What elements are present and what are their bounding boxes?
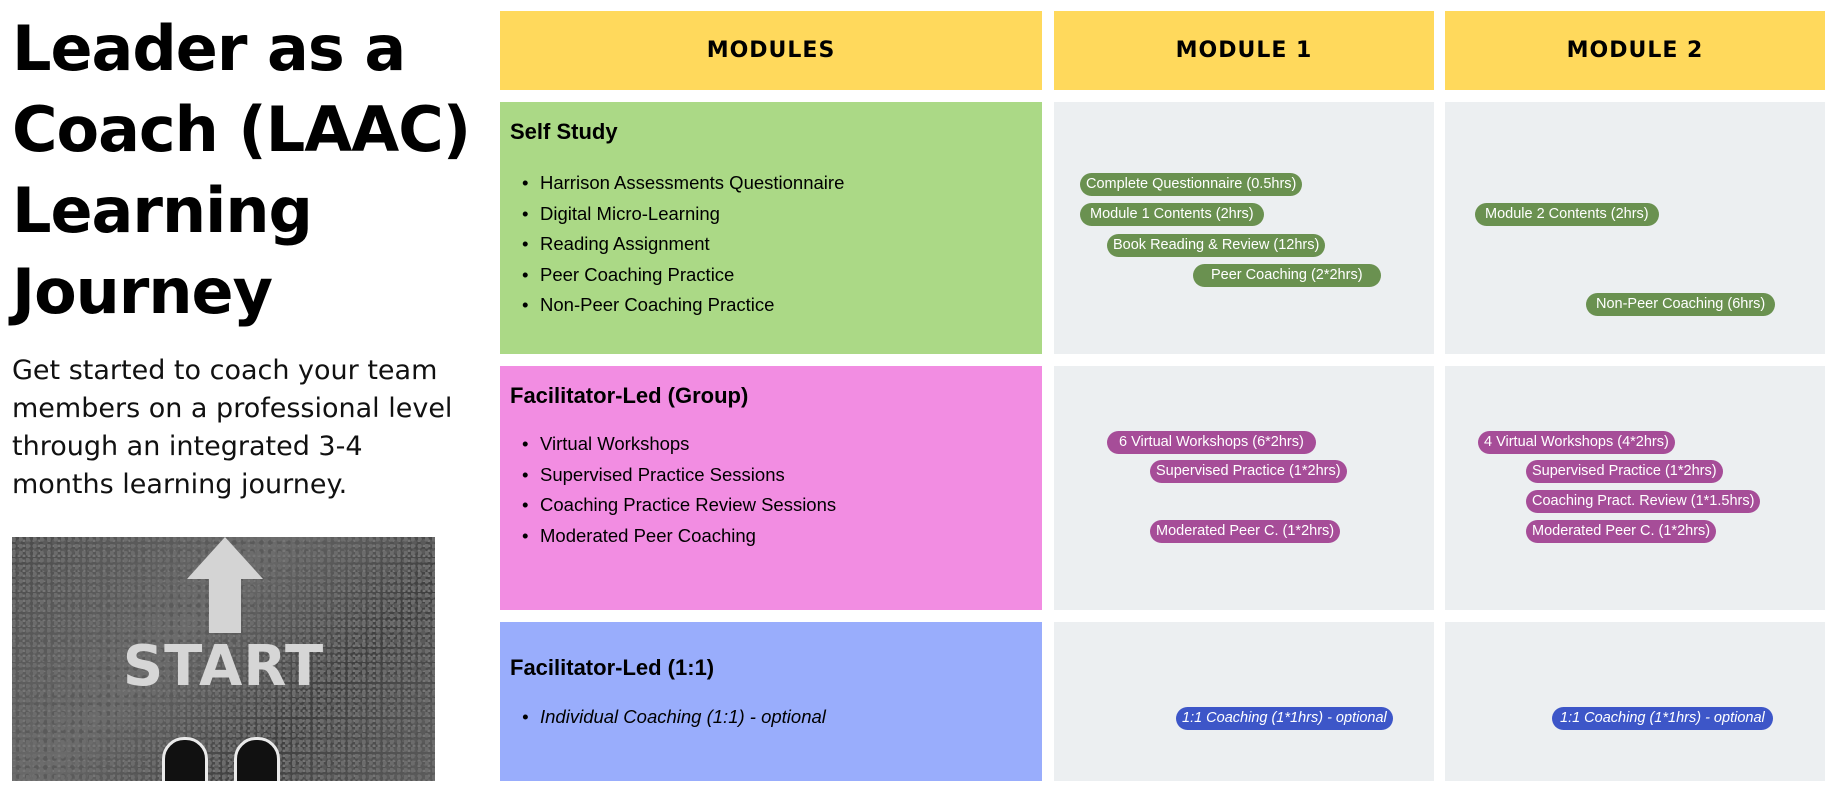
schedule-pill: 6 Virtual Workshops (6*2hrs): [1107, 431, 1316, 454]
arrow-up-icon: [187, 537, 263, 633]
schedule-pill: 4 Virtual Workshops (4*2hrs): [1478, 431, 1675, 454]
section-items: Harrison Assessments Questionnaire Digit…: [510, 168, 844, 321]
schedule-pill: Supervised Practice (1*2hrs): [1150, 460, 1347, 483]
section-title: Self Study: [510, 119, 618, 144]
self-study-module-1: Complete Questionnaire (0.5hrs) Module 1…: [1054, 102, 1434, 354]
section-self-study: Self Study Harrison Assessments Question…: [500, 102, 1042, 354]
group-module-2: 4 Virtual Workshops (4*2hrs) Supervised …: [1445, 366, 1825, 610]
one-to-one-module-1: 1:1 Coaching (1*1hrs) - optional: [1054, 622, 1434, 781]
list-item: Non-Peer Coaching Practice: [510, 290, 844, 321]
schedule-pill: 1:1 Coaching (1*1hrs) - optional: [1176, 707, 1393, 730]
page-title: Leader as a Coach (LAAC) Learning Journe…: [12, 12, 471, 328]
header-module-1: MODULE 1: [1054, 11, 1434, 90]
page-subtitle: Get started to coach your team members o…: [12, 355, 453, 500]
section-facilitator-1-1: Facilitator-Led (1:1) Individual Coachin…: [500, 622, 1042, 781]
schedule-pill: Module 1 Contents (2hrs): [1080, 203, 1264, 226]
list-item: Individual Coaching (1:1) - optional: [510, 702, 826, 733]
schedule-pill: Supervised Practice (1*2hrs): [1526, 460, 1723, 483]
group-module-1: 6 Virtual Workshops (6*2hrs) Supervised …: [1054, 366, 1434, 610]
schedule-pill: 1:1 Coaching (1*1hrs) - optional: [1552, 707, 1773, 730]
schedule-pill: Book Reading & Review (12hrs): [1107, 234, 1326, 257]
right-shoe-icon: [234, 737, 280, 781]
start-photo-label: START: [122, 634, 325, 699]
section-title: Facilitator-Led (1:1): [510, 655, 715, 680]
section-title: Facilitator-Led (Group): [510, 383, 749, 408]
list-item: Supervised Practice Sessions: [510, 460, 836, 491]
schedule-pill: Moderated Peer C. (1*2hrs): [1150, 520, 1341, 543]
list-item: Peer Coaching Practice: [510, 260, 844, 291]
self-study-module-2: Module 2 Contents (2hrs) Non-Peer Coachi…: [1445, 102, 1825, 354]
intro-panel: Leader as a Coach (LAAC) Learning Journe…: [0, 0, 480, 789]
one-to-one-module-2: 1:1 Coaching (1*1hrs) - optional: [1445, 622, 1825, 781]
header-module-2: MODULE 2: [1445, 11, 1825, 90]
section-facilitator-group: Facilitator-Led (Group) Virtual Workshop…: [500, 366, 1042, 610]
schedule-pill: Coaching Pract. Review (1*1.5hrs): [1526, 490, 1761, 513]
schedule-pill: Complete Questionnaire (0.5hrs): [1080, 173, 1303, 196]
header-modules: MODULES: [500, 11, 1042, 90]
section-items: Virtual Workshops Supervised Practice Se…: [510, 429, 836, 551]
list-item: Harrison Assessments Questionnaire: [510, 168, 844, 199]
schedule-pill: Module 2 Contents (2hrs): [1475, 203, 1659, 226]
schedule-pill: Peer Coaching (2*2hrs): [1193, 264, 1381, 287]
schedule-pill: Non-Peer Coaching (6hrs): [1586, 293, 1776, 316]
schedule-pill: Moderated Peer C. (1*2hrs): [1526, 520, 1717, 543]
list-item: Virtual Workshops: [510, 429, 836, 460]
left-shoe-icon: [162, 737, 208, 781]
list-item: Coaching Practice Review Sessions: [510, 490, 836, 521]
list-item: Reading Assignment: [510, 229, 844, 260]
start-photo: START: [12, 537, 435, 781]
list-item: Digital Micro-Learning: [510, 199, 844, 230]
section-items: Individual Coaching (1:1) - optional: [510, 702, 826, 733]
list-item: Moderated Peer Coaching: [510, 521, 836, 552]
